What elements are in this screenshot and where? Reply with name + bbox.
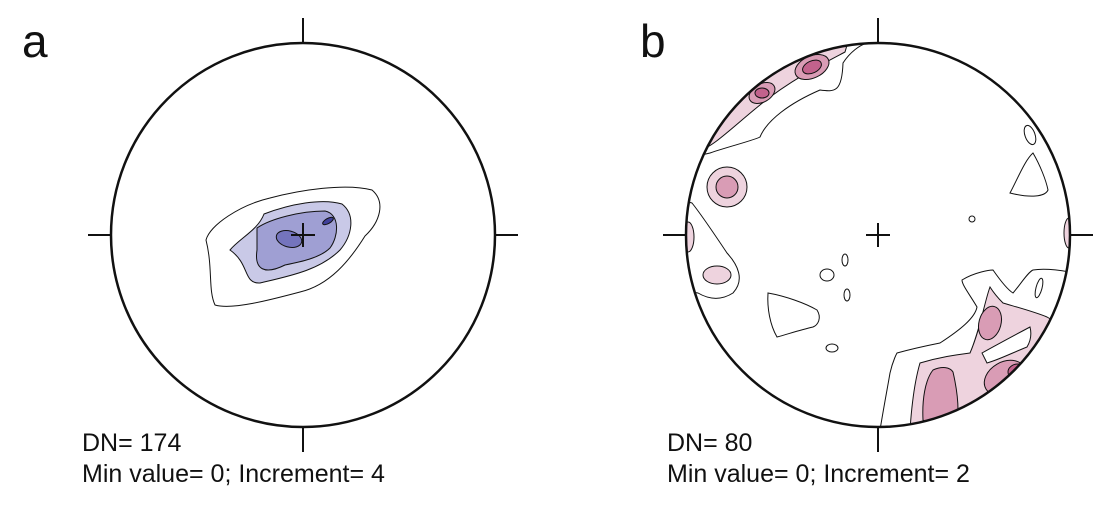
contour-b-se-spot: [1034, 277, 1044, 299]
contour-b-w-light: [702, 265, 732, 285]
dn-count-b: DN= 80: [667, 429, 753, 457]
contour-b-spot3: [843, 288, 851, 302]
contour-b-nw-dark2: [802, 59, 822, 75]
contour-summary-b: Min value= 0; Increment= 2: [667, 460, 970, 488]
center-cross-a: [291, 223, 315, 247]
dn-count-a: DN= 174: [82, 429, 182, 457]
contour-b-nw2-med: [715, 175, 739, 199]
contour-b-ne-spot: [1023, 124, 1037, 146]
ticks-b: [663, 18, 1093, 452]
contour-b-spot1: [819, 268, 835, 282]
panel-label-a: a: [22, 15, 48, 67]
contour-b-se-med2: [977, 305, 1003, 341]
panel-label-b: b: [640, 15, 666, 67]
center-cross-b: [866, 223, 890, 247]
contour-b-spot2: [841, 253, 849, 267]
contour-b-e-blob: [1009, 152, 1049, 197]
stereonet-a: [88, 18, 518, 452]
contour-summary-a: Min value= 0; Increment= 4: [82, 460, 385, 488]
contour-b-spot5: [968, 215, 976, 223]
contour-b-se-hole: [981, 326, 1032, 364]
contour-b-spot4: [825, 343, 839, 353]
ticks-a: [88, 18, 518, 452]
contour-b-sw-blob: [767, 292, 820, 338]
contour-b-nw-dark1: [754, 87, 770, 99]
contours-a: [205, 186, 381, 307]
contour-b-w-rim: [686, 221, 695, 253]
stereonet-b: [663, 18, 1093, 452]
contour-a-level4b: [322, 216, 334, 226]
